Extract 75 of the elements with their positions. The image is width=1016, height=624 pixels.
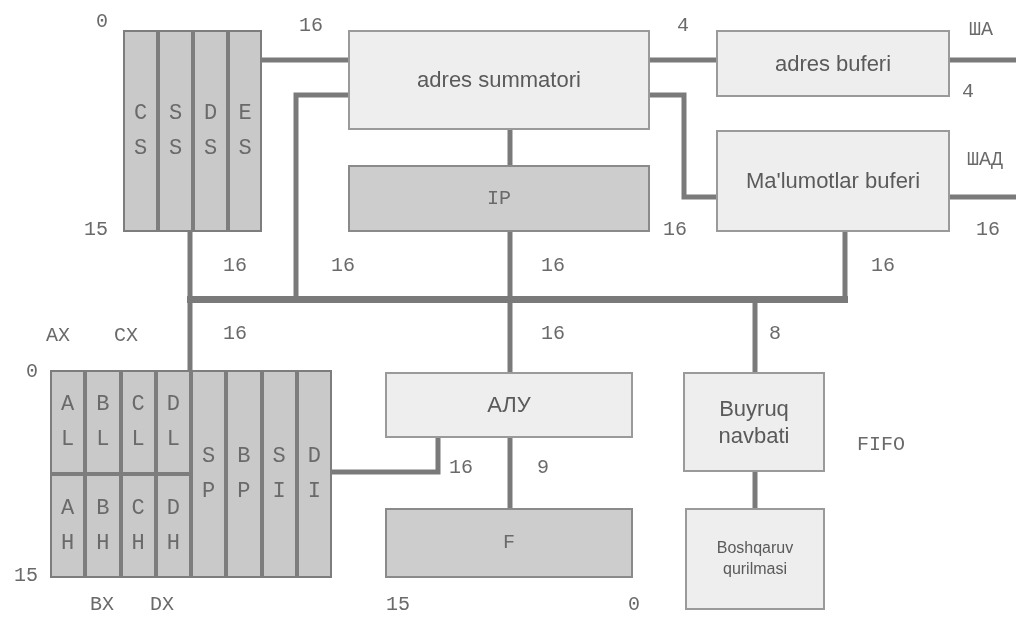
unit-box xyxy=(716,30,950,97)
register-box xyxy=(385,508,633,578)
unit-label: Buyruq navbati xyxy=(717,394,791,450)
bit-label: 15 xyxy=(14,566,38,586)
bus-line xyxy=(507,130,513,165)
register-cell xyxy=(155,474,191,578)
bus-bar xyxy=(187,296,848,303)
unit-box xyxy=(385,372,633,438)
register-cell xyxy=(85,474,121,578)
register-cell xyxy=(50,370,86,474)
bus-line xyxy=(650,57,716,63)
bus-line xyxy=(752,303,758,372)
bus-line xyxy=(293,92,348,296)
register-cell xyxy=(261,370,297,578)
bus-line xyxy=(507,232,513,296)
register-box xyxy=(348,165,650,232)
edge-label: ШАД xyxy=(966,150,1004,170)
register-label: BP xyxy=(236,442,252,506)
unit-label: adres summatori xyxy=(416,66,582,94)
register-label: DL xyxy=(165,390,181,454)
bus-line xyxy=(507,438,513,508)
register-label: SI xyxy=(271,442,287,506)
register-label: ES xyxy=(237,99,253,163)
unit-box xyxy=(716,130,950,232)
bus-line xyxy=(187,232,193,296)
unit-label: F xyxy=(503,530,515,556)
register-label: CS xyxy=(132,99,149,163)
register-label: CH xyxy=(130,494,146,558)
bus-line xyxy=(752,472,758,508)
register-cell xyxy=(85,370,121,474)
bit-label: 4 xyxy=(962,82,974,102)
unit-box xyxy=(685,508,825,610)
register-cell xyxy=(191,370,227,578)
bus-line xyxy=(507,303,513,372)
bit-label: 15 xyxy=(84,220,108,240)
register-label: AL xyxy=(60,390,76,454)
bus-line xyxy=(950,194,1016,200)
register-label: DS xyxy=(202,99,219,163)
register-cell xyxy=(226,370,262,578)
node-note: FIFO xyxy=(857,432,905,458)
bit-label: 15 xyxy=(386,595,410,615)
register-label: DI xyxy=(306,442,322,506)
register-cell xyxy=(193,30,228,232)
register-label: CL xyxy=(130,390,146,454)
register-label: SP xyxy=(201,442,217,506)
register-label: AH xyxy=(60,494,76,558)
bit-label: BX xyxy=(90,595,114,615)
bus-line xyxy=(187,303,193,370)
register-label: BL xyxy=(95,390,111,454)
unit-label: adres buferi xyxy=(773,49,893,78)
register-cell xyxy=(158,30,193,232)
bit-label: DX xyxy=(150,595,174,615)
bus-line xyxy=(950,57,1016,63)
bit-label: AX xyxy=(46,326,70,346)
register-label: SS xyxy=(167,99,184,163)
bit-label: 0 xyxy=(628,595,640,615)
register-cell xyxy=(155,370,191,474)
unit-label: АЛУ xyxy=(486,391,532,419)
register-label: BH xyxy=(95,494,111,558)
bit-label: 0 xyxy=(26,362,38,382)
register-cell xyxy=(120,370,156,474)
unit-label: Boshqaruv qurilmasi xyxy=(715,538,795,579)
register-label: DH xyxy=(165,494,181,558)
bit-label: CX xyxy=(114,326,138,346)
bus-line xyxy=(332,438,441,475)
bus-line xyxy=(262,57,348,63)
bit-label: 16 xyxy=(976,220,1000,240)
unit-box xyxy=(348,30,650,130)
register-cell xyxy=(50,474,86,578)
unit-label: IP xyxy=(487,185,511,212)
bus-line xyxy=(650,92,716,200)
bit-label: 0 xyxy=(96,12,108,32)
register-cell xyxy=(120,474,156,578)
bus-line xyxy=(842,232,848,296)
unit-label: Ma'lumotlar buferi xyxy=(744,167,922,195)
